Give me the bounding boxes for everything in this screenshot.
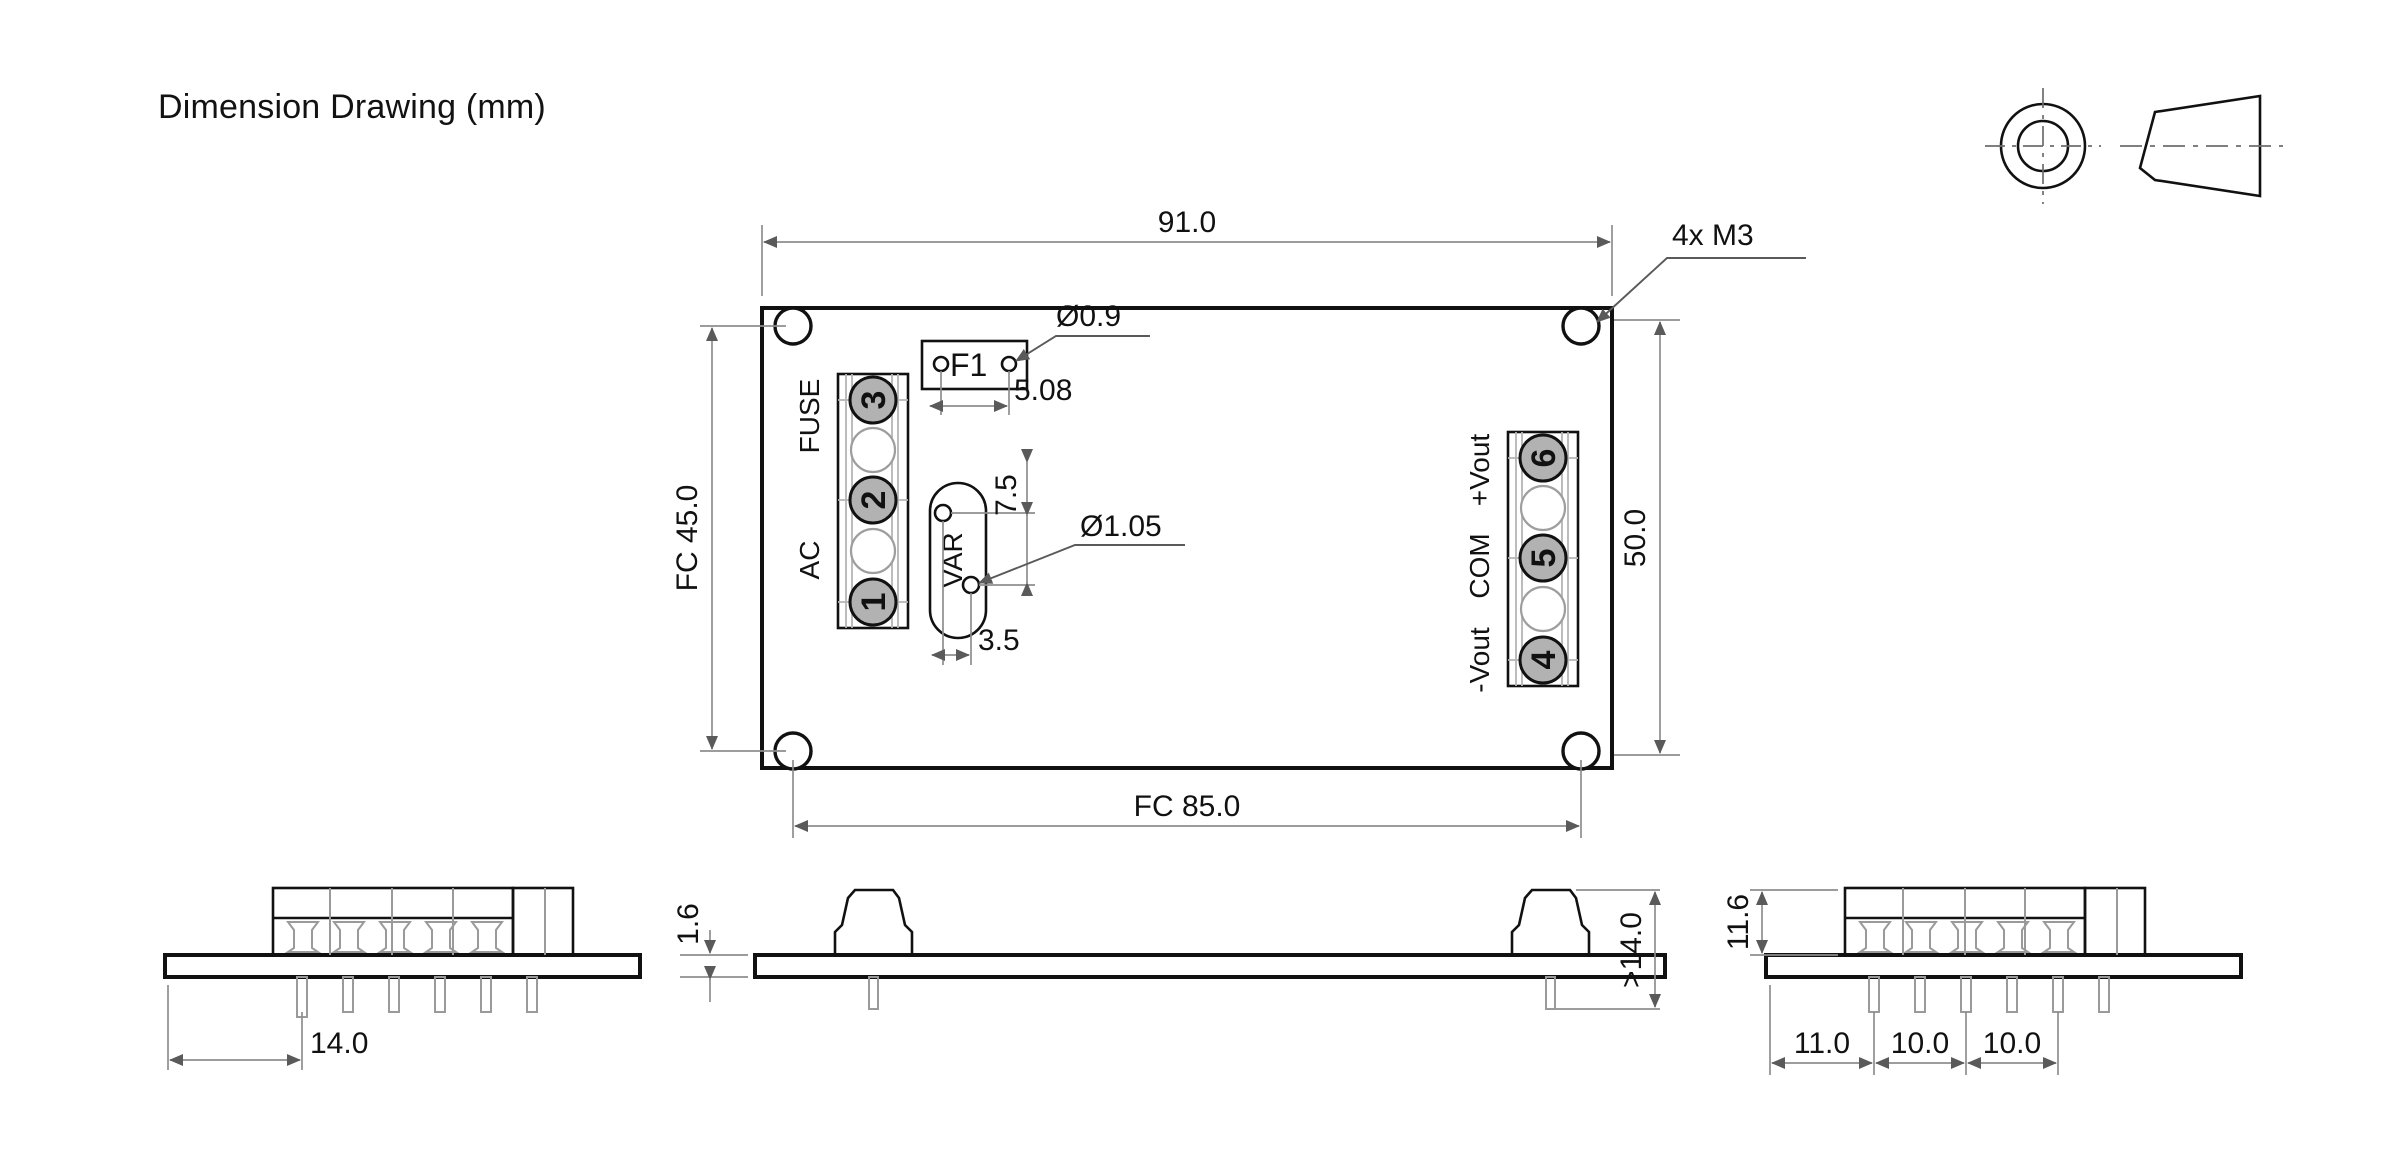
front-view-pcb [753, 953, 1667, 979]
dimension-overall-width: 91.0 [761, 206, 1613, 296]
output-pin-4-label: 4 [1525, 650, 1563, 669]
dimension-hole-pitch-horizontal-label: FC 85.0 [1134, 790, 1241, 823]
dimension-right-terminal-height: 11.6 [1722, 889, 1838, 956]
right-view-terminal-end [2083, 886, 2147, 957]
fuse-hole-right [1000, 355, 1018, 373]
front-view: 1.6 >14.0 [672, 888, 1667, 1010]
callout-fuse-hole-dia-label: Ø0.9 [1056, 300, 1121, 333]
output-terminal-label-plus-vout: +Vout [1464, 434, 1495, 507]
input-terminal-screw-3 [848, 375, 898, 425]
fuse-label: F1 [950, 347, 987, 383]
left-side-view: 14.0 [163, 886, 642, 1070]
dimension-pin-spacing-2-label: 10.0 [1891, 1027, 1949, 1060]
fuse-outline [920, 339, 1029, 391]
fuse-footprint: F1 Ø0.9 5.08 [920, 300, 1150, 415]
mounting-hole-top-right [1561, 306, 1601, 346]
input-terminal-hole-b [849, 527, 897, 575]
front-view-varistor-left [833, 888, 914, 1010]
fuse-hole-left [932, 355, 950, 373]
input-pin-3-label: 3 [855, 391, 893, 410]
input-terminal-block: 3 2 1 FUSE AC [794, 372, 910, 630]
dimension-overall-width-label: 91.0 [1158, 206, 1216, 239]
input-terminal-body [836, 372, 910, 630]
left-view-wire-openings [284, 921, 506, 953]
varistor-label: VAR [937, 532, 968, 588]
left-view-terminal-end [511, 886, 575, 957]
output-pin-6-label: 6 [1525, 449, 1563, 468]
varistor-outline [928, 481, 988, 640]
callout-varistor-hole-dia-label: Ø1.05 [1080, 510, 1162, 543]
right-view-pcb [1764, 953, 2243, 979]
output-terminal-body [1506, 430, 1580, 688]
dimension-varistor-pitch-v-label: 7.5 [990, 474, 1023, 516]
dimension-component-height-label: >14.0 [1615, 912, 1648, 988]
input-terminal-hole-a [849, 426, 897, 474]
front-view-varistor-right [1510, 888, 1591, 1010]
dimension-overall-height: 50.0 [1614, 319, 1680, 756]
dimension-pcb-thickness: 1.6 [672, 903, 748, 1002]
callout-mounting-holes: 4x M3 [1596, 219, 1806, 323]
callout-mounting-holes-label: 4x M3 [1672, 219, 1754, 252]
output-terminal-label-com: COM [1464, 533, 1495, 598]
output-terminal-screw-4 [1518, 635, 1568, 685]
output-terminal-hole-a [1519, 484, 1567, 532]
dimension-right-terminal-height-label: 11.6 [1722, 894, 1755, 950]
varistor-hole-top [933, 503, 953, 523]
dimension-overall-height-label: 50.0 [1619, 509, 1652, 567]
right-view-pins [1868, 976, 2110, 1013]
input-pin-1-label: 1 [855, 593, 893, 612]
dimension-component-height: >14.0 [1556, 889, 1661, 1010]
dimension-hole-pitch-vertical-label: FC 45.0 [671, 485, 704, 592]
output-terminal-screw-5 [1518, 533, 1568, 583]
output-terminal-screw-6 [1518, 433, 1568, 483]
output-terminal-block: 6 5 4 +Vout COM -Vout [1464, 430, 1580, 693]
dimension-hole-pitch-vertical: FC 45.0 [671, 325, 786, 752]
dimension-varistor-pitch-h-label: 3.5 [978, 624, 1020, 657]
input-terminal-label-fuse: FUSE [794, 379, 825, 454]
dimension-left-terminal-offset-label: 14.0 [310, 1027, 368, 1060]
dimension-pin-spacing-3-label: 10.0 [1983, 1027, 2041, 1060]
dimension-hole-pitch-horizontal: FC 85.0 [792, 760, 1582, 838]
first-angle-projection-symbol [1985, 88, 2283, 204]
dimension-fuse-pitch-label: 5.08 [1014, 374, 1072, 407]
pcb-top-view [760, 306, 1614, 771]
page-title: Dimension Drawing (mm) [158, 88, 546, 126]
pcb-outline [760, 306, 1614, 770]
output-pin-5-label: 5 [1525, 549, 1563, 568]
input-pin-2-label: 2 [855, 491, 893, 510]
right-side-view: 11.6 11.0 10.0 10.0 [1722, 886, 2243, 1075]
dimension-pcb-thickness-label: 1.6 [672, 903, 705, 945]
dimension-pin-spacing-1-label: 11.0 [1794, 1027, 1850, 1060]
dimension-pin-spacings: 11.0 10.0 10.0 [1769, 985, 2059, 1075]
left-view-pcb [163, 953, 642, 979]
input-terminal-label-ac: AC [794, 541, 825, 580]
output-terminal-label-minus-vout: -Vout [1464, 627, 1495, 693]
input-terminal-screw-1 [848, 577, 898, 627]
varistor-footprint: VAR 7.5 Ø1.05 3.5 [928, 449, 1185, 665]
input-terminal-screw-2 [848, 475, 898, 525]
right-view-wire-openings [1856, 921, 2078, 953]
left-view-pins [296, 976, 538, 1018]
output-terminal-hole-b [1519, 585, 1567, 633]
